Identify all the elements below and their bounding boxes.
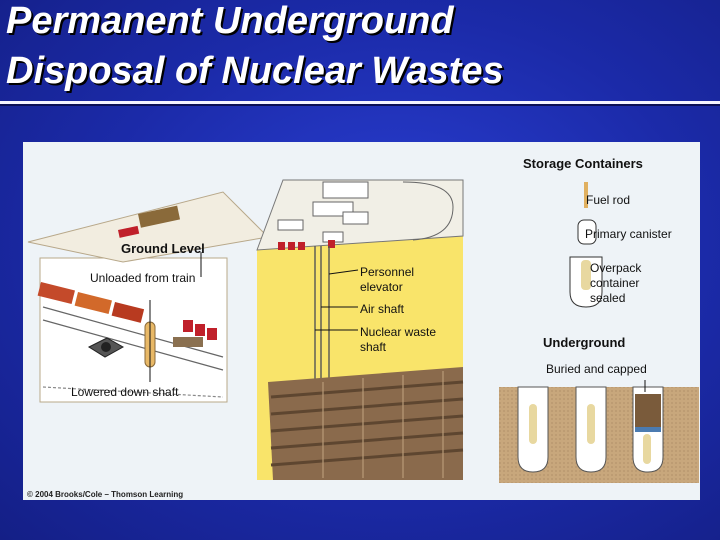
disposal-tunnels (268, 367, 463, 480)
fuel-rod-label: Fuel rod (586, 193, 630, 208)
burial-soil (499, 380, 699, 483)
air-shaft-label: Air shaft (360, 302, 404, 317)
underground-heading: Underground (543, 335, 625, 350)
primary-canister-label: Primary canister (585, 227, 672, 242)
ground-level-heading: Ground Level (121, 241, 205, 256)
overpack-container-label: Overpack container sealed (590, 261, 641, 306)
lowered-down-shaft-label: Lowered down shaft (71, 385, 178, 400)
personnel-elevator-label: Personnel elevator (360, 265, 414, 295)
nuclear-waste-shaft-label: Nuclear waste shaft (360, 325, 436, 355)
title-divider (0, 101, 720, 104)
storage-containers-heading: Storage Containers (523, 156, 643, 171)
title-line-2: Disposal of Nuclear Wastes (6, 50, 504, 92)
buried-and-capped-label: Buried and capped (546, 362, 647, 377)
unloaded-from-train-label: Unloaded from train (90, 271, 195, 286)
copyright-notice: © 2004 Brooks/Cole – Thomson Learning (27, 487, 183, 502)
title-line-1: Permanent Underground (6, 0, 454, 42)
disposal-figure: Storage Containers Fuel rod Primary cani… (23, 142, 700, 500)
